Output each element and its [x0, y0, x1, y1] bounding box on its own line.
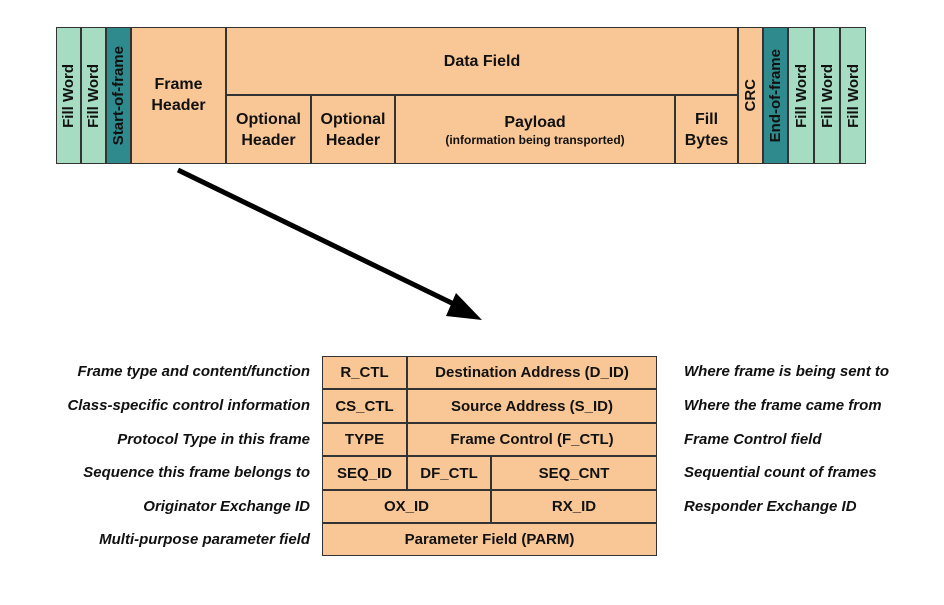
left-description: Frame type and content/function — [77, 363, 310, 380]
fill-word-cell-3: Fill Word — [788, 27, 814, 164]
data-field-cell: Data Field — [226, 27, 738, 95]
seq-id-cell: SEQ_ID — [322, 456, 407, 490]
right-description: Frame Control field — [684, 431, 822, 448]
optional-header-label: Optional Header — [320, 110, 386, 149]
ox-id-cell: OX_ID — [322, 490, 491, 523]
fill-bytes-cell: Fill Bytes — [675, 95, 738, 164]
s-id-cell: Source Address (S_ID) — [407, 389, 657, 423]
rx-id-cell: RX_ID — [491, 490, 657, 523]
rx-id-label: RX_ID — [551, 498, 597, 515]
fill-bytes-label: Fill Bytes — [684, 110, 729, 149]
payload-sublabel: (information being transported) — [445, 132, 625, 147]
crc-cell: CRC — [738, 27, 763, 164]
optional-header-label: Optional Header — [236, 110, 301, 149]
left-description: Originator Exchange ID — [143, 498, 310, 515]
seq-cnt-label: SEQ_CNT — [538, 464, 610, 482]
optional-header-cell-2: Optional Header — [311, 95, 395, 164]
df-ctl-cell: DF_CTL — [407, 456, 491, 490]
fill-word-cell-1: Fill Word — [56, 27, 81, 164]
fill-word-cell-2: Fill Word — [81, 27, 106, 164]
arrow-shaft — [176, 167, 464, 311]
start-of-frame-cell: Start-of-frame — [106, 27, 131, 164]
end-of-frame-cell: End-of-frame — [763, 27, 788, 164]
left-description: Multi-purpose parameter field — [99, 531, 310, 548]
right-description: Where the frame came from — [684, 397, 882, 414]
payload-label: Payload — [504, 113, 566, 131]
df-ctl-label: DF_CTL — [420, 464, 478, 482]
right-description: Sequential count of frames — [684, 464, 877, 481]
frame-header-label: Frame Header — [151, 76, 206, 114]
d-id-cell: Destination Address (D_ID) — [407, 356, 657, 389]
frame-header-cell: Frame Header — [131, 27, 226, 164]
s-id-label: Source Address (S_ID) — [451, 397, 613, 415]
d-id-label: Destination Address (D_ID) — [435, 364, 629, 381]
frame-structure: Fill Word Fill Word Start-of-frame Frame… — [56, 27, 866, 164]
cs-ctl-label: CS_CTL — [335, 397, 394, 415]
fill-word-cell-4: Fill Word — [814, 27, 840, 164]
f-ctl-label: Frame Control (F_CTL) — [450, 431, 614, 448]
fill-word-cell-5: Fill Word — [840, 27, 866, 164]
seq-id-label: SEQ_ID — [336, 464, 393, 482]
right-description: Where frame is being sent to — [684, 363, 890, 380]
r-ctl-label: R_CTL — [340, 364, 389, 381]
data-field-label: Data Field — [443, 52, 521, 70]
optional-header-cell-1: Optional Header — [226, 95, 311, 164]
seq-cnt-cell: SEQ_CNT — [491, 456, 657, 490]
arrow-head — [446, 293, 482, 320]
r-ctl-cell: R_CTL — [322, 356, 407, 389]
cs-ctl-cell: CS_CTL — [322, 389, 407, 423]
type-label: TYPE — [344, 431, 385, 448]
type-cell: TYPE — [322, 423, 407, 456]
left-description: Sequence this frame belongs to — [83, 464, 310, 481]
parm-cell: Parameter Field (PARM) — [322, 523, 657, 556]
header-field-table: R_CTL Destination Address (D_ID) CS_CTL … — [322, 356, 657, 556]
payload-cell: Payload (information being transported) — [395, 95, 675, 164]
f-ctl-cell: Frame Control (F_CTL) — [407, 423, 657, 456]
ox-id-label: OX_ID — [383, 498, 429, 515]
left-description: Class-specific control information — [67, 397, 310, 414]
right-description: Responder Exchange ID — [684, 498, 857, 515]
parm-label: Parameter Field (PARM) — [404, 531, 575, 548]
left-description: Protocol Type in this frame — [117, 431, 310, 448]
